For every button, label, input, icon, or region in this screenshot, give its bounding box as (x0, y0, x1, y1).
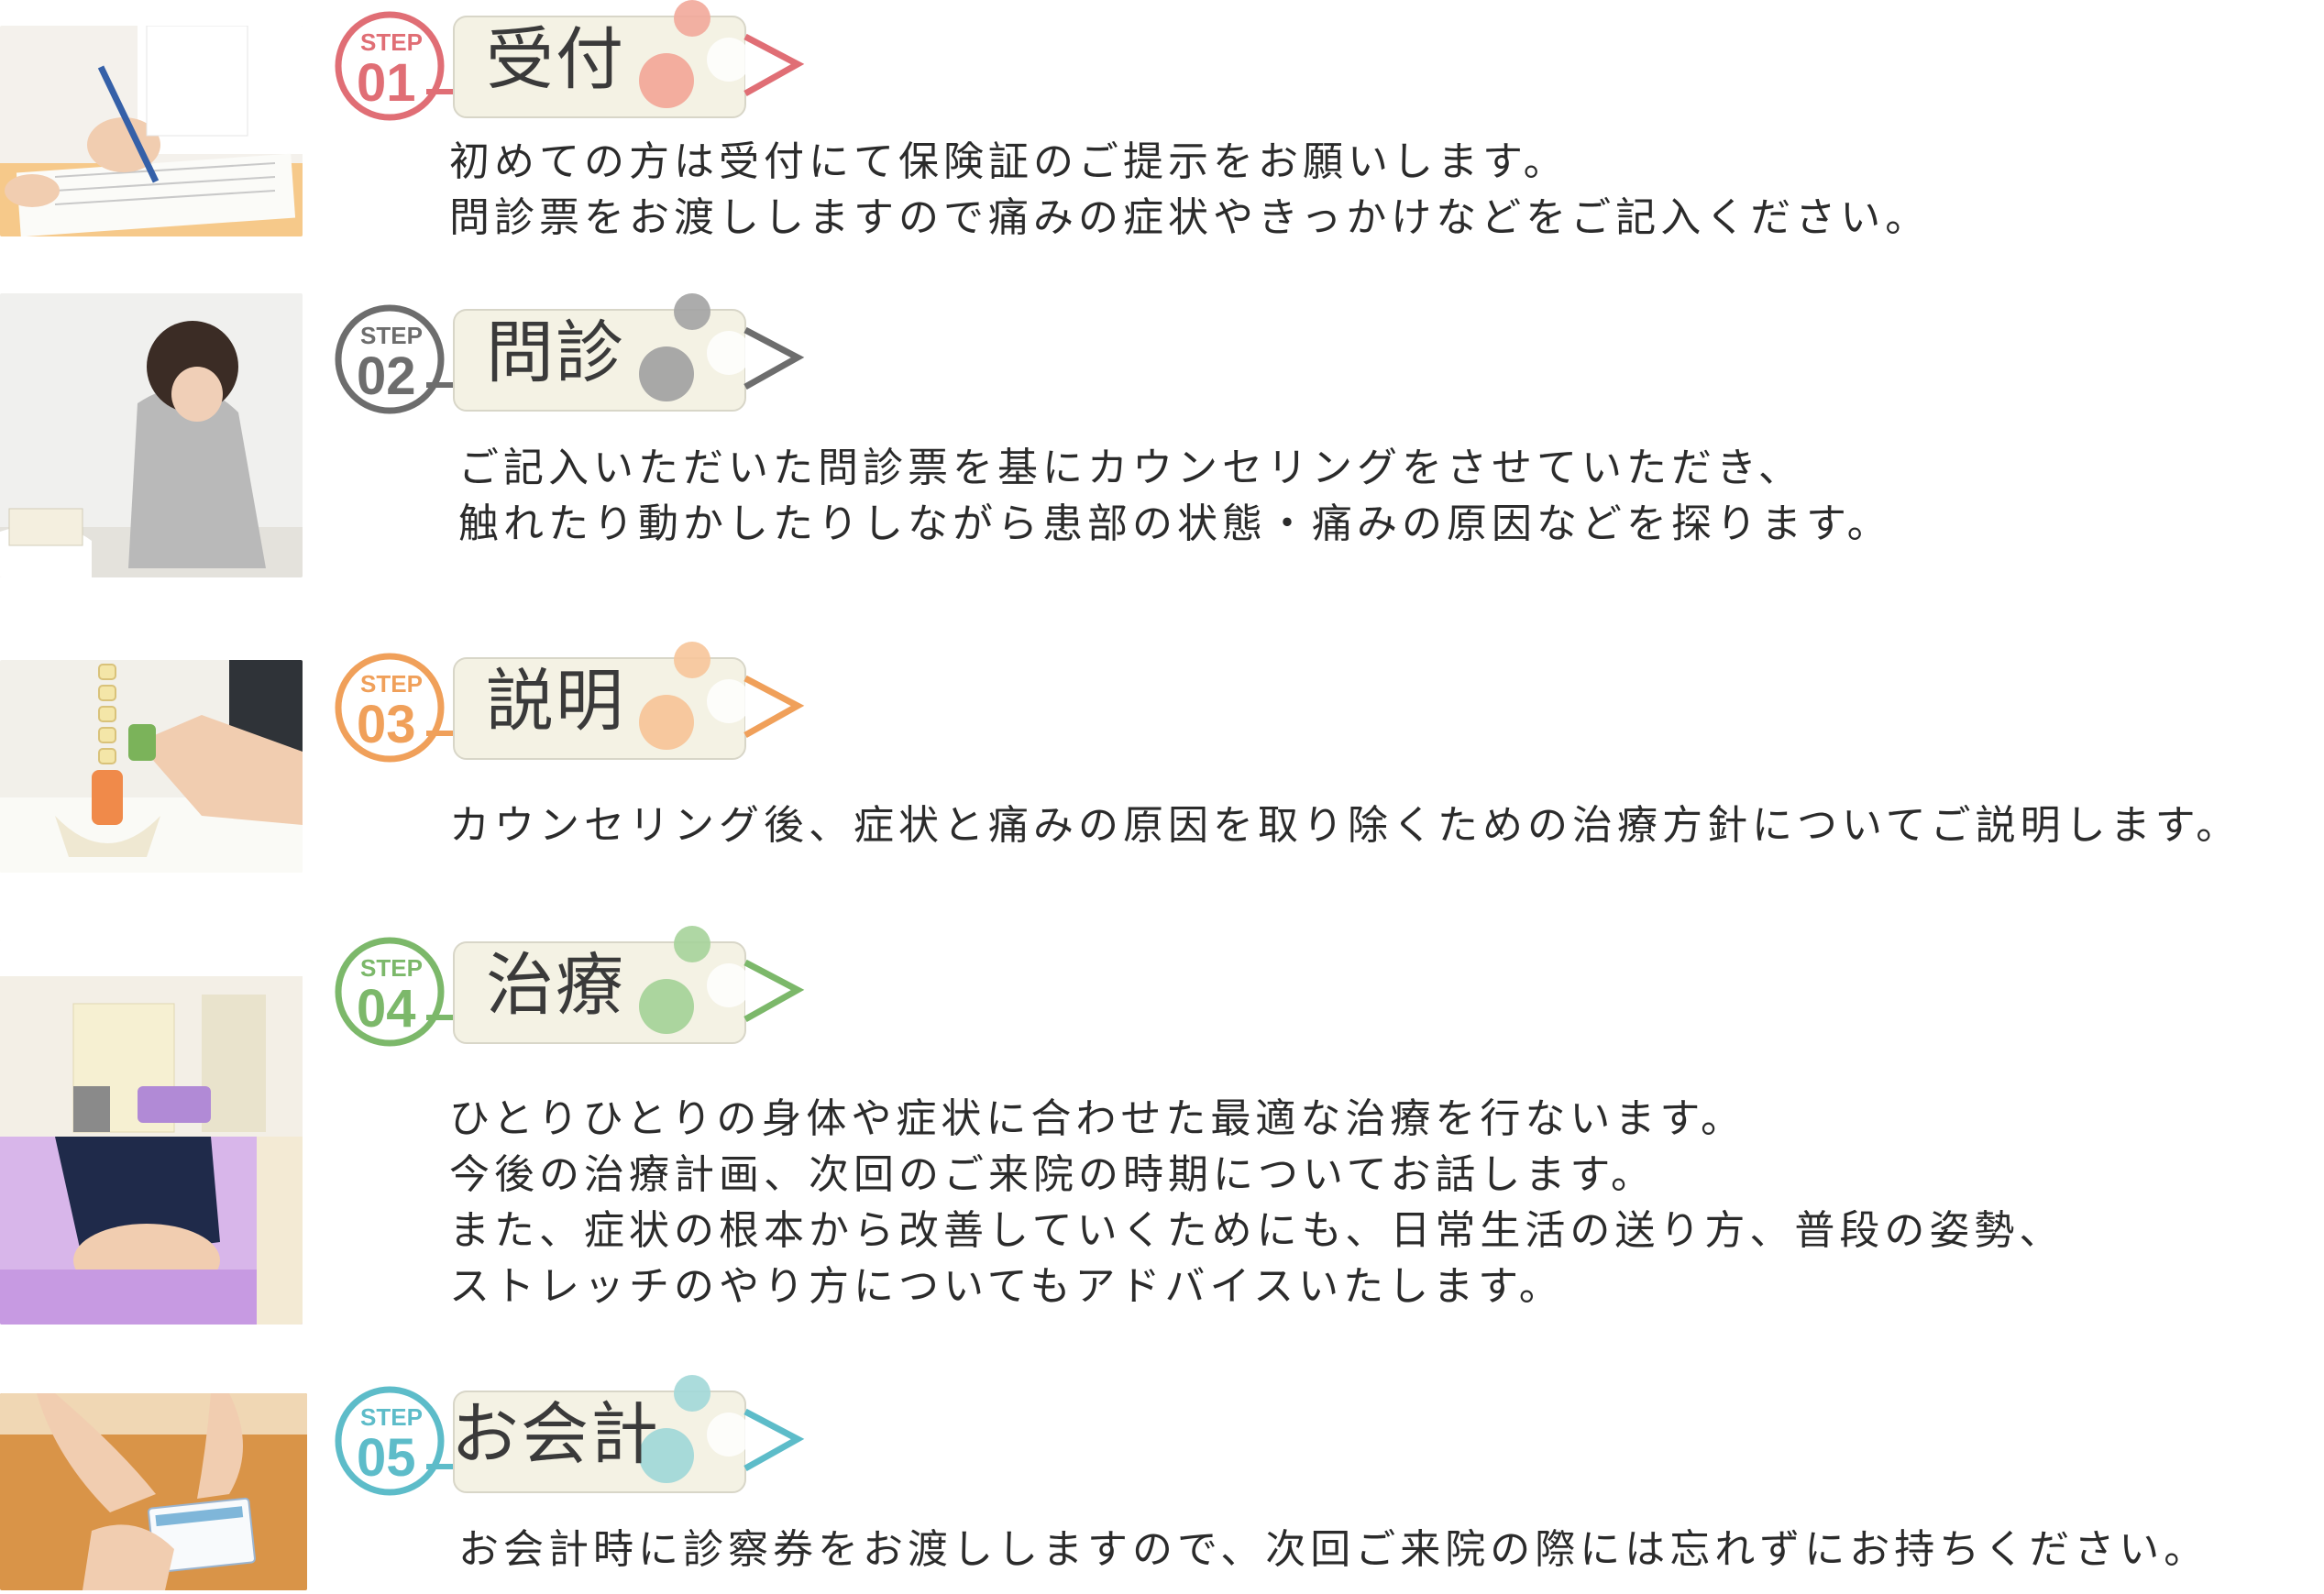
step-title: お会計 (451, 1395, 660, 1474)
step-title: 問診 (486, 313, 625, 392)
description-line: ひとりひとりの身体や症状に合わせた最適な治療を行ないます。 (449, 1095, 1746, 1142)
step-title: 受付 (486, 20, 625, 99)
step-title: 説明 (486, 662, 625, 741)
step-description: 初めての方は受付にて保険証のご提示をお願いします。 問診票をお渡ししますので痛み… (449, 134, 1930, 246)
step-label: STEP (360, 322, 423, 349)
step-description: カウンセリング後、症状と痛みの原因を取り除くための治療方針についてご説明します。 (449, 797, 2241, 853)
step-number: 02 (357, 346, 416, 406)
step-description: ひとりひとりの身体や症状に合わせた最適な治療を行ないます。 今後の治療計画、次回… (449, 1091, 2064, 1314)
step-number: 03 (357, 695, 416, 754)
step-description: お会計時に診察券をお渡ししますので、次回ご来院の際には忘れずにお持ちください。 (458, 1522, 2208, 1578)
description-line: 初めての方は受付にて保険証のご提示をお願いします。 (449, 138, 1569, 185)
step-number: 01 (357, 53, 416, 113)
step-number: 04 (357, 979, 416, 1039)
description-line: ストレッチのやり方についてもアドバイスいたします。 (449, 1263, 1564, 1310)
treatment-photo (0, 940, 303, 1325)
explanation-photo (0, 660, 303, 873)
description-line: 触れたり動かしたりしながら患部の状態・痛みの原因などを探ります。 (458, 500, 1892, 547)
step-badge: STEP 03 (335, 642, 811, 770)
description-line: 今後の治療計画、次回のご来院の時期についてお話します。 (449, 1151, 1656, 1198)
step-description: ご記入いただいた問診票を基にカウンセリングをさせていただき、 触れたり動かしたり… (458, 440, 1892, 552)
step-label: STEP (360, 670, 423, 698)
step-03: STEP 03 説明 カウンセリング後、症状と痛みの原因を取り除くための治療方針… (0, 642, 2324, 880)
reception-photo (0, 26, 303, 236)
step-badge: STEP 05 (335, 1375, 811, 1503)
description-line: 問診票をお渡ししますので痛みの症状やきっかけなどをご記入ください。 (449, 194, 1931, 241)
step-label: STEP (360, 1403, 423, 1431)
step-04: STEP 04 治療 ひとりひとりの身体や症状に合わせた最適な治療を行ないます。… (0, 926, 2324, 1329)
step-badge: STEP 02 (335, 293, 811, 422)
payment-photo (0, 1393, 307, 1590)
description-line: お会計時に診察券をお渡ししますので、次回ご来院の際には忘れずにお持ちください。 (458, 1526, 2209, 1573)
consultation-photo (0, 293, 303, 577)
step-label: STEP (360, 954, 423, 982)
step-label: STEP (360, 28, 423, 56)
step-05: STEP 05 お会計 お会計時に診察券をお渡ししますので、次回ご来院の際には忘… (0, 1375, 2324, 1594)
step-title: 治療 (486, 946, 625, 1025)
description-line: また、症状の根本から改善していくためにも、日常生活の送り方、普段の姿勢、 (449, 1207, 2065, 1254)
step-02: STEP 02 問診 ご記入いただいた問診票を基にカウンセリングをさせていただき… (0, 293, 2324, 587)
description-line: ご記入いただいた問診票を基にカウンセリングをさせていただき、 (458, 445, 1803, 491)
step-badge: STEP 01 (335, 0, 811, 128)
step-badge: STEP 04 (335, 926, 811, 1054)
description-line: カウンセリング後、症状と痛みの原因を取り除くための治療方針についてご説明します。 (449, 802, 2241, 849)
step-number: 05 (357, 1428, 416, 1488)
step-01: STEP 01 受付 初めての方は受付にて保険証のご提示をお願いします。 問診票… (0, 0, 2324, 257)
